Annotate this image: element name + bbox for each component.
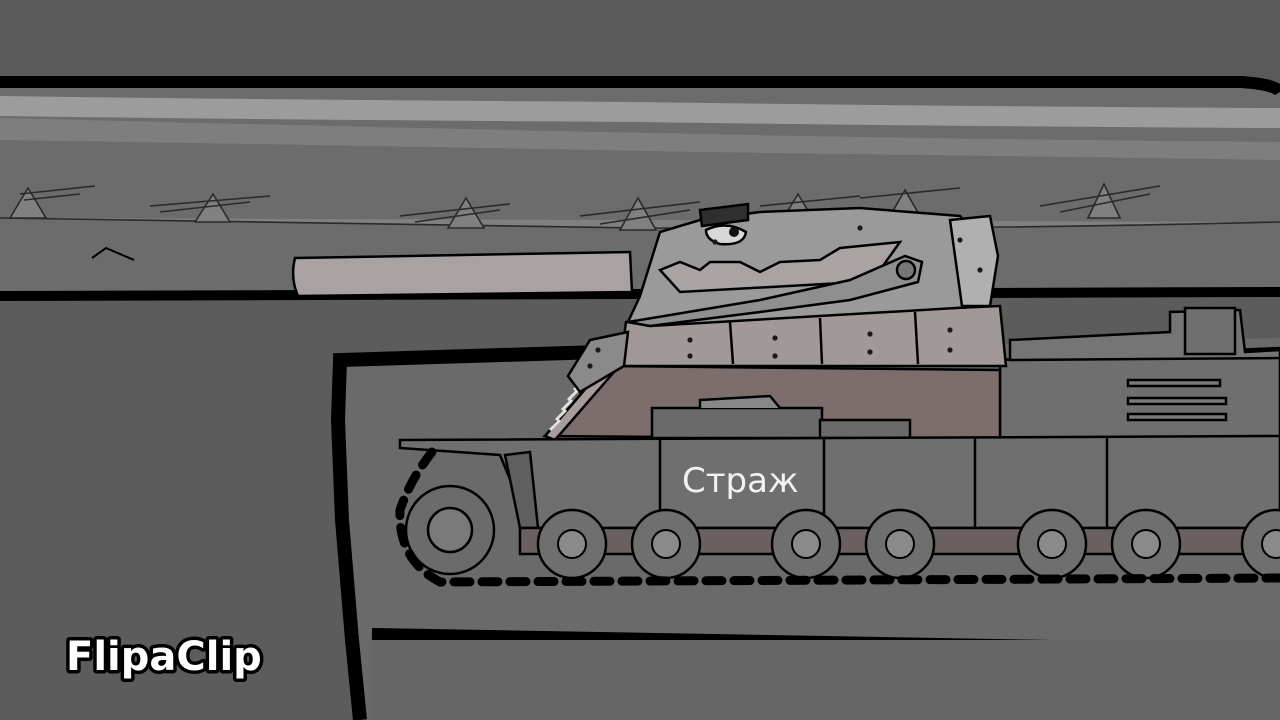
- hull-name-label: Страж: [682, 461, 799, 501]
- road-wheel-hub: [885, 529, 915, 559]
- road-wheel-hub: [1131, 529, 1161, 559]
- tank-turret: [566, 202, 1008, 394]
- rivet: [587, 363, 593, 369]
- road-wheel-hub: [651, 529, 681, 559]
- tank-hull: [398, 364, 1280, 530]
- flipaclip-logo-text: FlipaClip: [66, 634, 262, 680]
- tank-gun: [291, 250, 634, 355]
- rivet: [772, 353, 778, 359]
- track-dashes: [395, 447, 1280, 587]
- rivet: [772, 335, 778, 341]
- rivet: [687, 353, 693, 359]
- road-wheel-hub: [1037, 529, 1067, 559]
- road-wheel-hub: [791, 529, 821, 559]
- rivet: [595, 347, 601, 353]
- rivet: [947, 327, 953, 333]
- svg-text:FlipaClip: FlipaClip: [66, 634, 262, 680]
- rivet: [712, 239, 718, 245]
- commander-hatch: [698, 202, 750, 228]
- rivet: [957, 237, 963, 243]
- flipaclip-watermark: FlipaClip FlipaClip: [63, 631, 266, 684]
- rivet: [977, 267, 983, 273]
- road-wheels: [536, 508, 1280, 580]
- rivet: [867, 349, 873, 355]
- horizon: [0, 76, 1280, 300]
- commander-eye: [704, 224, 748, 246]
- turret-rivets: [587, 225, 983, 369]
- road-wheel-hub: [1261, 529, 1280, 559]
- rivet: [947, 347, 953, 353]
- rivet: [857, 225, 863, 231]
- road-wheel-hub: [557, 529, 587, 559]
- rivet: [687, 337, 693, 343]
- rivet: [867, 331, 873, 337]
